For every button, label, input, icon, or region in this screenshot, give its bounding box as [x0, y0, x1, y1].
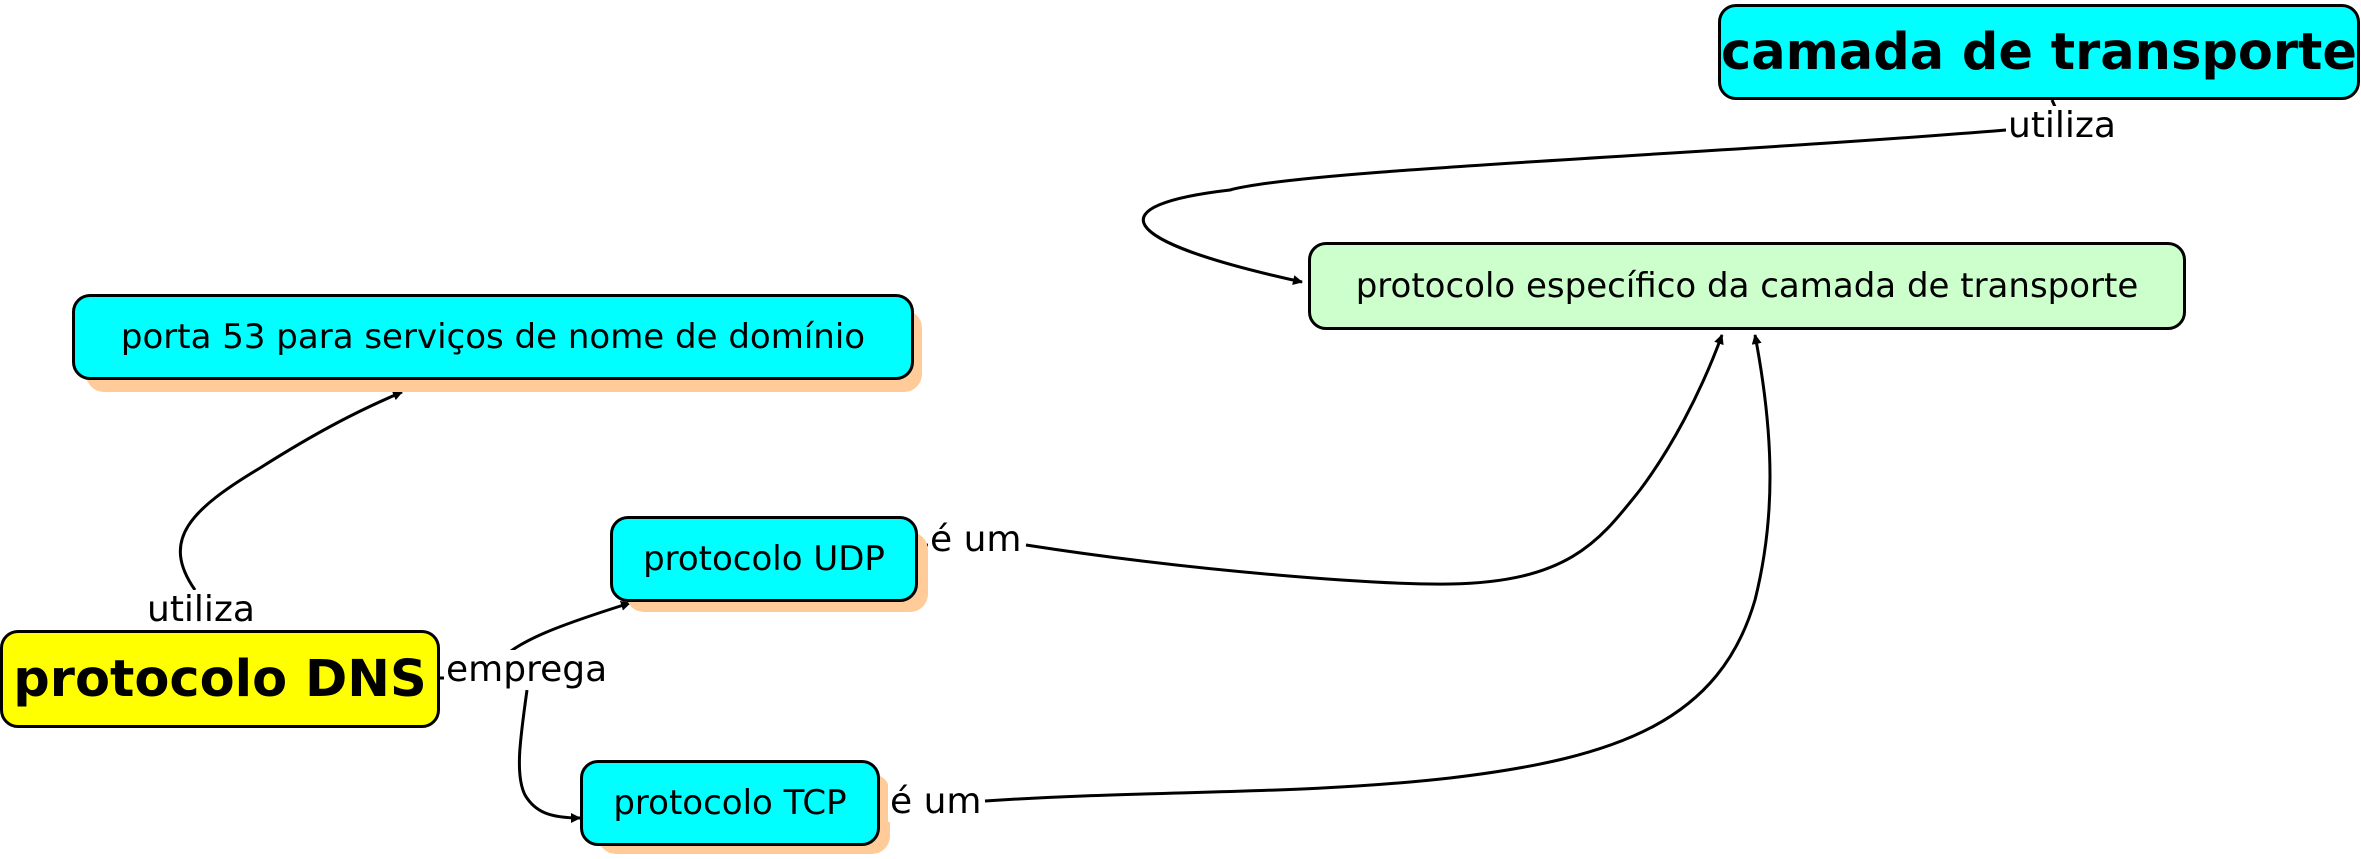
- link-label-emprega: emprega: [444, 649, 610, 690]
- link-label-e-um-tcp: é um: [888, 781, 984, 822]
- node-protocolo-udp-label: protocolo UDP: [643, 539, 885, 579]
- node-protocolo-especifico-label: protocolo específico da camada de transp…: [1355, 266, 2139, 306]
- node-protocolo-tcp-label: protocolo TCP: [613, 783, 847, 823]
- edge-eum-udp-to-especifico: [1025, 334, 1724, 586]
- node-protocolo-dns[interactable]: protocolo DNS: [0, 630, 440, 728]
- link-label-e-um-udp: é um: [928, 519, 1024, 560]
- node-porta-53[interactable]: porta 53 para serviços de nome de domíni…: [72, 294, 914, 380]
- edge-utiliza-to-porta53: [178, 390, 403, 591]
- node-protocolo-especifico[interactable]: protocolo específico da camada de transp…: [1308, 242, 2186, 330]
- link-label-utiliza-top: utiliza: [2006, 105, 2118, 146]
- edge-emprega-to-tcp: [517, 689, 581, 823]
- node-porta-53-label: porta 53 para serviços de nome de domíni…: [120, 317, 866, 357]
- node-protocolo-dns-label: protocolo DNS: [13, 649, 427, 709]
- edge-utiliza-to-especifico: [1141, 128, 2007, 285]
- node-camada-de-transporte-label: camada de transporte: [1721, 22, 2358, 82]
- node-protocolo-udp[interactable]: protocolo UDP: [610, 516, 918, 602]
- node-camada-de-transporte[interactable]: camada de transporte: [1718, 4, 2360, 100]
- link-label-utiliza-left: utiliza: [145, 589, 257, 630]
- edge-eum-tcp-to-especifico: [984, 334, 1772, 803]
- node-protocolo-tcp[interactable]: protocolo TCP: [580, 760, 880, 846]
